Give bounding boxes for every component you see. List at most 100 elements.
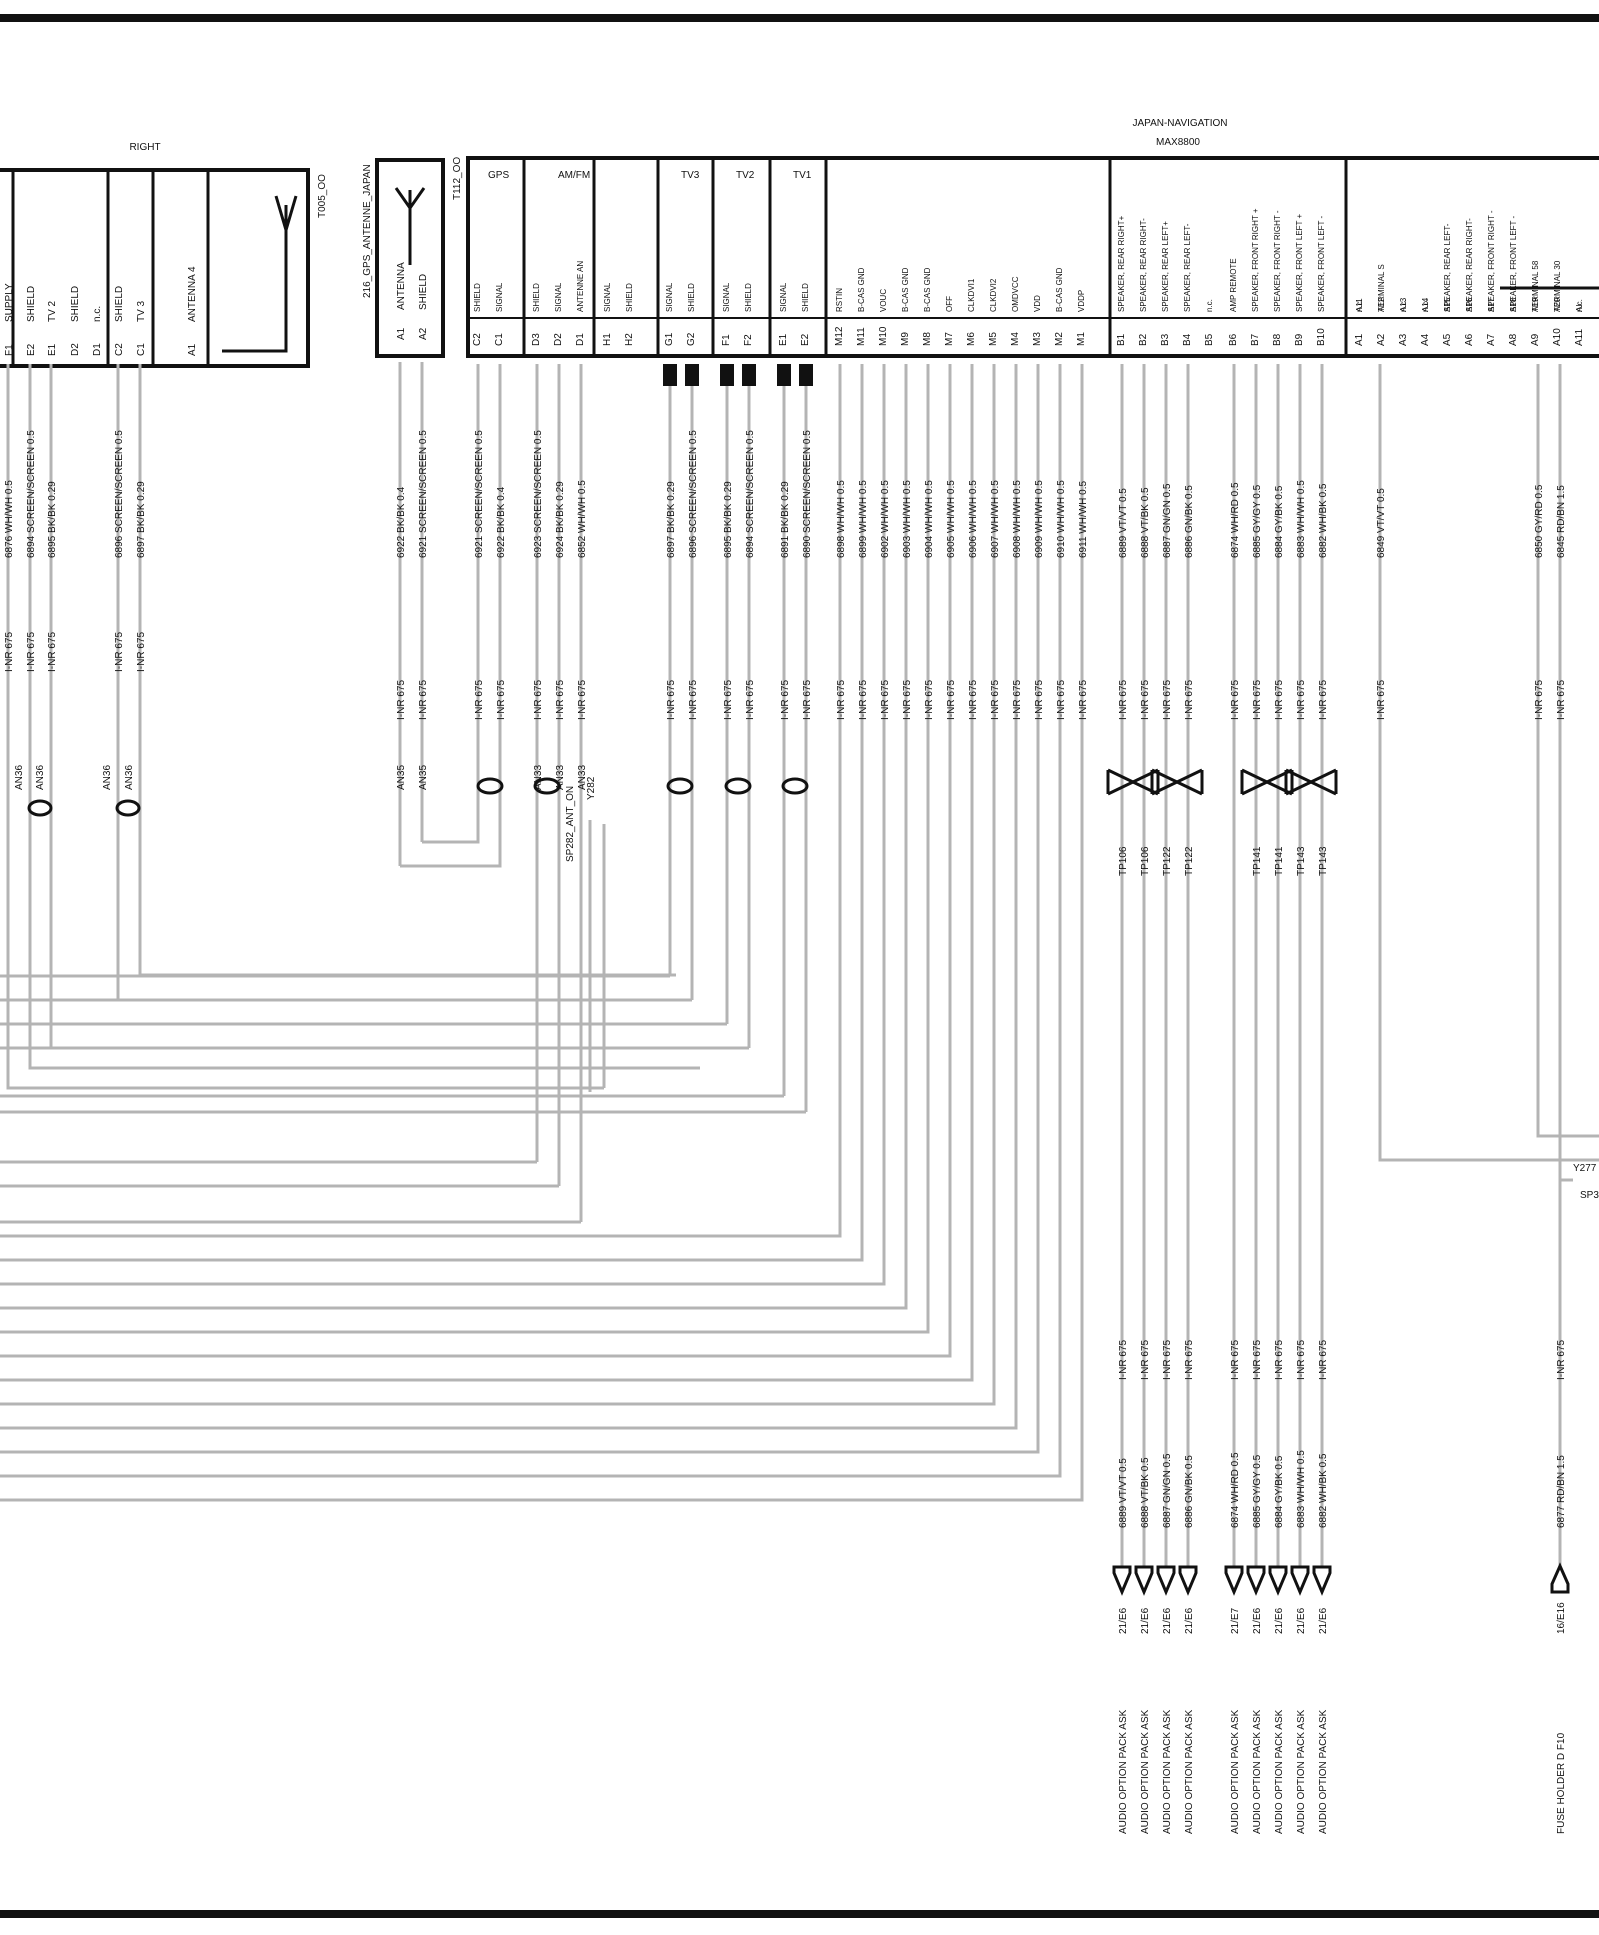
wire-label: 6886 GN/BK 0.5 <box>1184 485 1195 558</box>
pin-connector <box>685 364 699 386</box>
nav-pin-number: M9 <box>900 332 911 346</box>
wire-dest-label: AUDIO OPTION PACK ASK <box>1184 1709 1195 1834</box>
wire-bottom-label: 6884 GY/BK 0.5 <box>1274 1455 1285 1528</box>
wire-nr-label: I-NR 675 <box>114 632 125 672</box>
pin-connector <box>799 364 813 386</box>
wire-bottom-label: 6888 VT/BK 0.5 <box>1140 1457 1151 1528</box>
wire-nr-label: I-NR 675 <box>924 680 935 720</box>
wire-label: 6882 WH/BK 0.5 <box>1318 483 1329 558</box>
wire-bottom-label: 6889 VT/VT 0.5 <box>1118 1458 1129 1528</box>
nav-pin-number: B6 <box>1228 333 1239 346</box>
nav-pin-inner-number: A19 <box>1531 297 1540 312</box>
nav-pin-number: A3 <box>1398 333 1409 346</box>
twisted-pair-symbol <box>1284 768 1338 796</box>
wire-right <box>6 364 604 1090</box>
nav-pin-number: M10 <box>878 326 889 346</box>
symbols <box>27 364 1570 1596</box>
nav-pin-number: M12 <box>834 326 845 346</box>
wire-lower-nr-label: I-NR 675 <box>1274 1340 1285 1380</box>
wire-gps-route <box>422 784 480 844</box>
wire-nr-label: I-NR 675 <box>1230 680 1241 720</box>
wire-nr-label: I-NR 675 <box>4 632 15 672</box>
wire-lower-nr-label: I-NR 675 <box>1184 1340 1195 1380</box>
wire-nr-label: I-NR 675 <box>1318 680 1329 720</box>
nav-pin-number: D1 <box>575 333 586 346</box>
wire-nr-label: I-NR 675 <box>780 680 791 720</box>
wire-label: 6902 WH/WH 0.5 <box>880 480 891 558</box>
nav-pin-name: SIGNAL <box>554 282 563 312</box>
wire-tp-label: TP122 <box>1184 846 1195 876</box>
wire-nr-label: I-NR 675 <box>946 680 957 720</box>
wire-lower-nr-label: I-NR 675 <box>1162 1340 1173 1380</box>
nav-pin-number: A5 <box>1442 333 1453 346</box>
wire-nr-label: I-NR 675 <box>1556 680 1567 720</box>
nav-pin-name: SIGNAL <box>779 282 788 312</box>
wire-label: 6910 WH/WH 0.5 <box>1056 480 1067 558</box>
nav-pin-name: CLKDVI1 <box>967 278 976 312</box>
wire-label: 6894 SCREEN/SCREEN 0.5 <box>745 430 756 558</box>
wire-label: 6922 BK/BK 0.4 <box>396 486 407 558</box>
wire-nr-label: I-NR 675 <box>723 680 734 720</box>
wire-nr-label: I-NR 675 <box>902 680 913 720</box>
nav-pin-name: SIGNAL <box>722 282 731 312</box>
nav-pin-name: n.c. <box>1355 299 1364 312</box>
nav-pin-name: OFF <box>945 296 954 312</box>
wire-a <box>1378 364 1599 1162</box>
wire-label: 6921 SCREEN/SCREEN 0.5 <box>474 430 485 558</box>
wire-m <box>0 364 864 1262</box>
wire-label: 6904 WH/WH 0.5 <box>924 480 935 558</box>
right-pin-name: TV 2 <box>47 300 58 322</box>
nav-pin-name: TERMINAL 30 <box>1553 260 1562 312</box>
wire-bottom-label: 6877 RD/BN 1.5 <box>1556 1455 1567 1528</box>
wire-nr-label: I-NR 675 <box>1184 680 1195 720</box>
pin-connector <box>742 364 756 386</box>
nav-pin-name: SPEAKER, FRONT RIGHT - <box>1273 210 1282 312</box>
wire-dest-label: AUDIO OPTION PACK ASK <box>1230 1709 1241 1834</box>
wire-nr-label: I-NR 675 <box>47 632 58 672</box>
wire-nr-label: I-NR 675 <box>418 680 429 720</box>
wire-nr-label: I-NR 675 <box>968 680 979 720</box>
wire-label: 6924 BK/BK 0.29 <box>555 481 566 558</box>
wire-nr-label: I-NR 675 <box>1296 680 1307 720</box>
wire-nr-label: I-NR 675 <box>555 680 566 720</box>
nav-pin-number: B4 <box>1182 333 1193 346</box>
wire-label: 6923 SCREEN/SCREEN 0.5 <box>533 430 544 558</box>
antenna-symbol <box>222 195 298 353</box>
nav-pin-number: M1 <box>1076 332 1087 346</box>
nav-pin-number: A1 <box>1354 333 1365 346</box>
right-pin-number: E1 <box>47 343 58 356</box>
wire-label: 6921 SCREEN/SCREEN 0.5 <box>418 430 429 558</box>
gps-pin-name: ANTENNA <box>396 262 407 310</box>
wire-label: 6897 BK/BK 0.29 <box>136 481 147 558</box>
nav-pin-name: B-CAS GND <box>857 267 866 312</box>
wire-label: 6890 SCREEN/SCREEN 0.5 <box>802 430 813 558</box>
nav-group-label: TV3 <box>681 170 700 181</box>
nav-pin-number: B2 <box>1138 333 1149 346</box>
twist-line <box>1151 768 1203 796</box>
nav-pin-inner-number: A17 <box>1487 297 1496 312</box>
nav-pin-inner-number: A18 <box>1509 297 1518 312</box>
nav-pin-number: M4 <box>1010 332 1021 346</box>
wire-tp-label: TP141 <box>1274 846 1285 876</box>
nav-pin-inner-number: A11 <box>1355 298 1364 312</box>
wire-lower-nr-label: I-NR 675 <box>1252 1340 1263 1380</box>
wire-label: 6896 SCREEN/SCREEN 0.5 <box>114 430 125 558</box>
nav-pin-name: VOUC <box>879 289 888 312</box>
wire-nr-label: I-NR 675 <box>1118 680 1129 720</box>
wire-label: 6891 BK/BK 0.29 <box>780 481 791 558</box>
splice-y282: Y282 <box>586 776 597 800</box>
nav-title: JAPAN-NAVIGATION <box>1132 118 1227 129</box>
nav-pin-number: G2 <box>686 332 697 346</box>
wire-gps-route <box>400 784 502 868</box>
wire-tp-label: TP143 <box>1318 846 1329 876</box>
connector-arrow <box>1156 1565 1176 1596</box>
wire-bottom-label: 6874 WH/RD 0.5 <box>1230 1452 1241 1528</box>
nav-pin-number: A7 <box>1486 333 1497 346</box>
wire-ref-label: 21/E6 <box>1184 1607 1195 1634</box>
nav-pin-number: B5 <box>1204 333 1215 346</box>
nav-pin-name: SHIELD <box>532 283 541 312</box>
twist-line <box>1285 768 1337 796</box>
wire-label: 6887 GN/GN 0.5 <box>1162 483 1173 558</box>
nav-pin-name: SHIELD <box>687 283 696 312</box>
